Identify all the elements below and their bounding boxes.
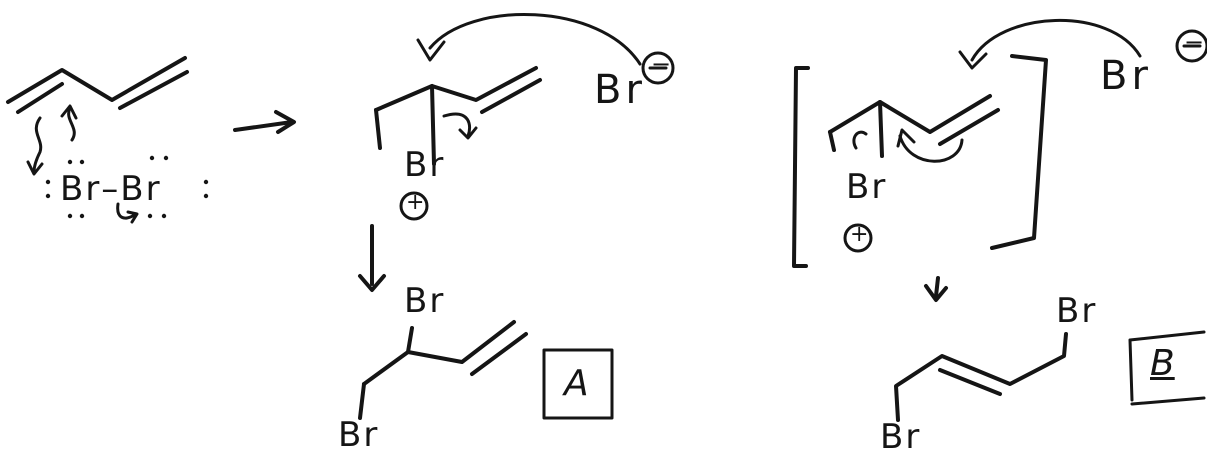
product-a-label: A — [564, 363, 589, 404]
intermediate-1-structure — [374, 66, 542, 166]
bromide-nucleophile-1-label: Br — [594, 67, 646, 113]
product-a-structure — [358, 320, 528, 420]
arrowhead-icon — [126, 210, 139, 224]
arrowhead-icon — [924, 284, 948, 302]
product-a-vinyl — [406, 320, 516, 364]
intermediate-2-skeleton — [828, 94, 992, 134]
butadiene-double-bond-left — [16, 82, 64, 114]
br2-reactant-label: Br–Br — [60, 169, 162, 209]
arrowhead-icon — [416, 38, 446, 62]
product-b-double-bond — [938, 368, 1002, 396]
negative-charge-circle — [641, 51, 675, 85]
product-b-skeleton — [894, 332, 1068, 422]
curved-arrow-icon — [442, 112, 472, 138]
butadiene-structure — [6, 56, 189, 114]
intermediate-1-vinyl — [430, 66, 538, 102]
arrowhead-icon — [26, 160, 44, 176]
curved-arrow-icon — [116, 202, 138, 220]
intermediate-2-bond — [828, 130, 836, 152]
product-b-br-bottom-label: Br — [880, 417, 922, 457]
curved-arrow-icon — [32, 116, 43, 174]
intermediate-2-bond — [878, 100, 884, 158]
product-a-double-bond — [470, 332, 528, 376]
arrowhead-icon — [358, 274, 386, 292]
intermediate-1-bond — [374, 108, 382, 150]
reaction-arrow-down-icon — [934, 276, 940, 298]
intermediate-1-bromine-label: Br — [404, 145, 446, 185]
product-a-bond — [362, 326, 414, 386]
intermediate-2-structure — [828, 94, 1000, 158]
arrowhead-icon — [896, 128, 916, 148]
product-a-br-top-label: Br — [404, 281, 446, 321]
product-a-br-bottom-label: Br — [338, 415, 380, 455]
product-b-label: B — [1150, 343, 1175, 384]
arrowhead-icon — [60, 104, 78, 120]
product-a-box — [542, 348, 614, 420]
butadiene-skeleton — [6, 56, 187, 104]
negative-charge-circle — [1175, 29, 1207, 63]
arrowhead-icon — [958, 50, 988, 70]
intermediate-2-double-bond — [938, 108, 1000, 146]
product-b-structure — [894, 332, 1068, 422]
arrowhead-icon — [274, 110, 296, 134]
bromide-2-charge-label: − — [1184, 28, 1205, 56]
curved-arrow-icon — [970, 19, 1142, 62]
intermediate-1-double-bond — [480, 78, 542, 114]
product-b-br-top-label: Br — [1056, 291, 1098, 331]
intermediate-2-charge-label: + — [850, 222, 869, 247]
bromide-nucleophile-2-label: Br — [1100, 53, 1152, 99]
right-bracket — [990, 54, 1048, 250]
lone-pair-dots — [45, 155, 209, 219]
left-bracket — [792, 66, 810, 268]
reaction-arrow-right-icon — [233, 120, 294, 132]
curved-arrow-icon — [67, 106, 76, 142]
product-a-bond — [358, 382, 366, 420]
butadiene-double-bond-right — [118, 70, 189, 110]
bromide-1-charge-label: − — [651, 50, 672, 78]
intermediate-2-bromine-label: Br — [846, 167, 888, 207]
positive-charge-circle — [399, 191, 429, 221]
product-b-box — [1128, 330, 1206, 406]
curved-arrow-icon — [852, 130, 868, 150]
curved-arrow-icon — [428, 12, 642, 66]
arrowhead-icon — [458, 126, 478, 140]
intermediate-1-charge-label: + — [406, 190, 425, 215]
positive-charge-circle — [843, 223, 873, 253]
curved-arrow-icon — [898, 134, 964, 163]
